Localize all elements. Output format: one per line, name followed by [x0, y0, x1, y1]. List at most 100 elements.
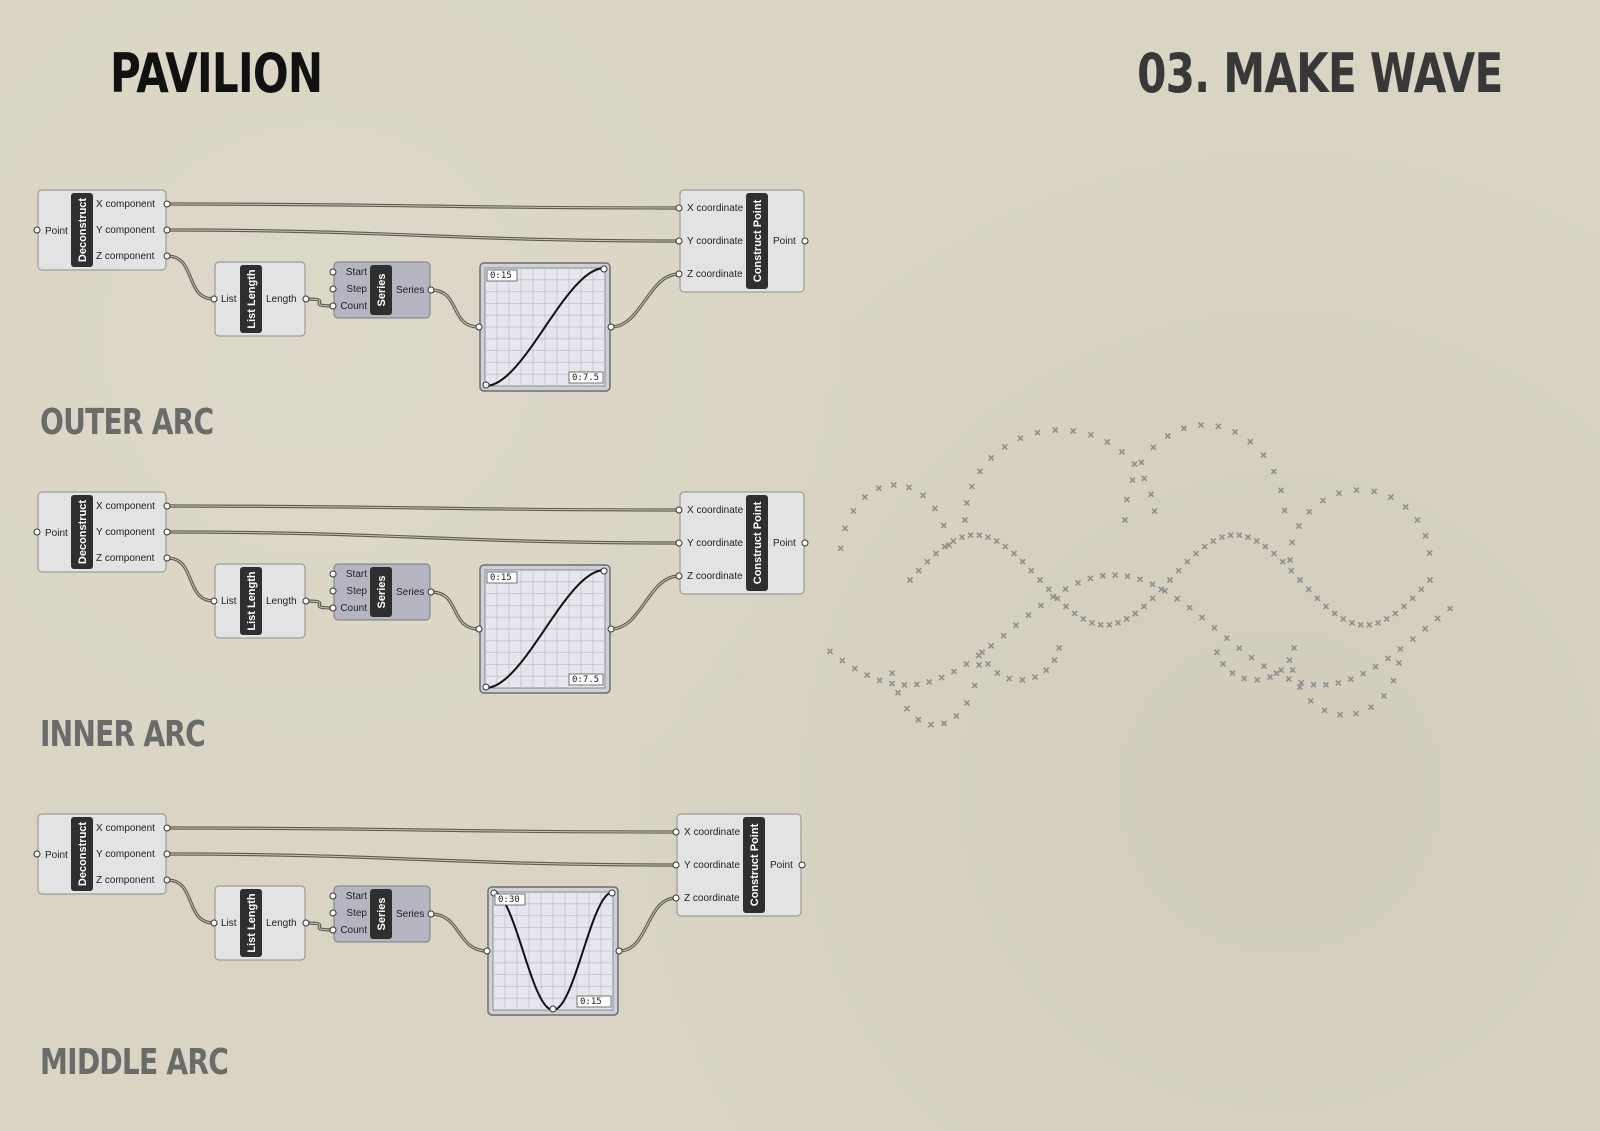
- series-grip-start[interactable]: [329, 892, 337, 900]
- series-output: Series: [396, 285, 424, 296]
- series-grip-count[interactable]: [329, 604, 337, 612]
- graph-mapper-component[interactable]: 0:150:7.5: [475, 262, 615, 392]
- list-length-grip-in[interactable]: [210, 597, 218, 605]
- construct-point-input-y: Y coordinate: [687, 538, 743, 549]
- deconstruct-grip-in[interactable]: [33, 226, 41, 234]
- series-input-step: Step: [346, 908, 367, 919]
- list-length-grip-in[interactable]: [210, 295, 218, 303]
- construct-point-grip-x[interactable]: [675, 204, 683, 212]
- series-grip-step[interactable]: [329, 909, 337, 917]
- series-grip-out[interactable]: [427, 286, 435, 294]
- list-length-grip-out[interactable]: [302, 295, 310, 303]
- series-grip-count[interactable]: [329, 926, 337, 934]
- construct-point-grip-x[interactable]: [675, 506, 683, 514]
- construct-point-grip-z[interactable]: [672, 894, 680, 902]
- graph-grip-in[interactable]: [475, 323, 483, 331]
- series-grip-count[interactable]: [329, 302, 337, 310]
- list-length-output: Length: [266, 918, 297, 929]
- deconstruct-grip-y[interactable]: [163, 226, 171, 234]
- graph-grip-in[interactable]: [483, 947, 491, 955]
- construct-point-name: Construct Point: [752, 501, 764, 584]
- deconstruct-output-y: Y component: [96, 849, 155, 860]
- graph-mapper-curve: [484, 569, 606, 689]
- graph-handle-end[interactable]: [600, 567, 608, 575]
- graph-grip-out[interactable]: [615, 947, 623, 955]
- construct-point-tab: [746, 193, 768, 289]
- graph-grip-in[interactable]: [475, 625, 483, 633]
- deconstruct-grip-in[interactable]: [33, 528, 41, 536]
- construct-point-output: Point: [773, 236, 796, 247]
- list-length-grip-in[interactable]: [210, 919, 218, 927]
- deconstruct-grip-z[interactable]: [163, 876, 171, 884]
- construct-point-grip-z[interactable]: [675, 572, 683, 580]
- series-grip-out[interactable]: [427, 910, 435, 918]
- graph-handle-start[interactable]: [482, 381, 490, 389]
- list-length-output: Length: [266, 596, 297, 607]
- deconstruct-output-z: Z component: [96, 875, 155, 886]
- construct-point-grip-y[interactable]: [675, 237, 683, 245]
- construct-point-name: Construct Point: [752, 199, 764, 282]
- deconstruct-grip-x[interactable]: [163, 824, 171, 832]
- deconstruct-grip-in[interactable]: [33, 850, 41, 858]
- deconstruct-output-z: Z component: [96, 553, 155, 564]
- construct-point-grip-z[interactable]: [675, 270, 683, 278]
- graph-mapper-component[interactable]: 0:300:15: [483, 886, 623, 1016]
- series-name: Series: [376, 897, 388, 930]
- series-grip-step[interactable]: [329, 587, 337, 595]
- construct-point-input-x: X coordinate: [687, 505, 744, 516]
- construct-point-input-y: Y coordinate: [687, 236, 743, 247]
- series-grip-start[interactable]: [329, 570, 337, 578]
- graph-bottom-label: 0:15: [580, 997, 602, 1007]
- deconstruct-grip-z[interactable]: [163, 554, 171, 562]
- construct-point-grip-out[interactable]: [801, 237, 809, 245]
- construct-point-grip-y[interactable]: [675, 539, 683, 547]
- construct-point-grip-out[interactable]: [801, 539, 809, 547]
- series-grip-out[interactable]: [427, 588, 435, 596]
- graph-grip-out[interactable]: [607, 625, 615, 633]
- series-input-step: Step: [346, 284, 367, 295]
- series-output: Series: [396, 909, 424, 920]
- list-length-name: List Length: [246, 571, 258, 631]
- construct-point-input-z: Z coordinate: [684, 893, 740, 904]
- deconstruct-grip-x[interactable]: [163, 502, 171, 510]
- deconstruct-grip-z[interactable]: [163, 252, 171, 260]
- construct-point-input-y: Y coordinate: [684, 860, 740, 871]
- graph-mapper-component[interactable]: 0:150:7.5: [475, 564, 615, 694]
- graph-handle-end[interactable]: [600, 265, 608, 273]
- list-length-output: Length: [266, 294, 297, 305]
- deconstruct-name: Deconstruct: [77, 822, 89, 887]
- series-grip-start[interactable]: [329, 268, 337, 276]
- graph-handle-end[interactable]: [608, 889, 616, 897]
- deconstruct-grip-x[interactable]: [163, 200, 171, 208]
- list-length-input: List: [221, 918, 237, 929]
- series-tab: [370, 265, 392, 315]
- construct-point-grip-x[interactable]: [672, 828, 680, 836]
- list-length-grip-out[interactable]: [302, 919, 310, 927]
- construct-point-grip-y[interactable]: [672, 861, 680, 869]
- graph-handle-start[interactable]: [482, 683, 490, 691]
- graph-grip-out[interactable]: [607, 323, 615, 331]
- deconstruct-grip-y[interactable]: [163, 850, 171, 858]
- deconstruct-grip-y[interactable]: [163, 528, 171, 536]
- graph-handle-mid[interactable]: [549, 1005, 557, 1013]
- construct-point-grip-out[interactable]: [798, 861, 806, 869]
- deconstruct-output-z: Z component: [96, 251, 155, 262]
- series-grip-step[interactable]: [329, 285, 337, 293]
- section-label-outer-arc: OUTER ARC: [40, 402, 214, 443]
- list-length-grip-out[interactable]: [302, 597, 310, 605]
